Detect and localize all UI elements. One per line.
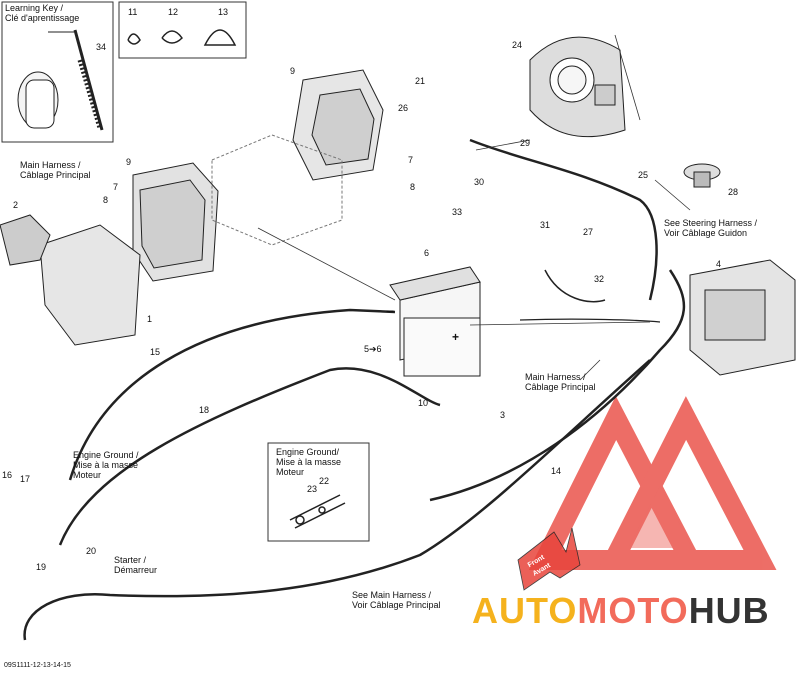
part-31: 31 [540,220,551,230]
part-17: 17 [20,474,31,484]
part-22: 22 [319,476,330,486]
part-10: 10 [418,398,429,408]
part-14: 14 [551,466,562,476]
label-engine-ground-box-2: Mise à la masse [276,457,342,467]
watermark-text: AUTOMOTOHUB [472,590,770,632]
engine-ground-box [267,442,370,542]
label-main-harness-right-2: Câblage Principal [525,382,596,392]
learning-key-title: Learning Key / Clé d'aprentissage [5,3,79,23]
label-main-harness-left: Main Harness / Câblage Principal [20,160,91,180]
label-see-steering-2: Voir Câblage Guidon [664,228,748,238]
part-33: 33 [452,207,463,217]
battery-outline [211,134,343,246]
clips-box [118,1,247,59]
label-engine-ground-box-1: Engine Ground/ [276,447,340,457]
leader-lines [257,34,691,381]
watermark-hub: HUB [688,590,770,631]
label-see-main-1: See Main Harness / [352,590,432,600]
part-19: 19 [36,562,47,572]
part-4: 4 [716,259,722,269]
part-20: 20 [86,546,97,556]
label-engine-ground-box: Engine Ground/ Mise à la masse Moteur [276,447,341,477]
battery [389,266,481,377]
battery-minus: − [386,303,395,319]
part-13: 13 [218,7,229,17]
part-2: 2 [13,200,19,210]
label-engine-ground-3: Moteur [73,470,102,480]
label-main-harness-left-1: Main Harness / [20,160,81,170]
part-29: 29 [520,138,531,148]
battery-plus: + [452,330,460,344]
part-11: 11 [128,7,138,17]
part-12: 12 [168,7,179,17]
fuse-box [689,259,796,376]
cables [23,138,686,641]
part-9a: 9 [290,66,296,76]
label-main-harness-right-1: Main Harness / [525,372,586,382]
label-see-main-2: Voir Câblage Principal [352,600,441,610]
label-see-main: See Main Harness / Voir Câblage Principa… [352,590,441,610]
label-see-steering-1: See Steering Harness / [664,218,758,228]
learning-key-box [1,1,114,143]
label-engine-ground: Engine Ground / Mise à la masse Moteur [73,450,139,480]
label-starter-1: Starter / [114,555,147,565]
part-8a: 8 [103,195,109,205]
label-starter: Starter / Démarreur [114,555,157,575]
learning-key-title-line1: Learning Key / [5,3,64,13]
watermark-moto: MOTO [577,590,689,631]
drawing-code: 09S1111-12-13-14-15 [4,662,71,669]
part-26: 26 [398,103,409,113]
label-engine-ground-box-3: Moteur [276,467,305,477]
part-18: 18 [199,405,210,415]
part-7a: 7 [113,182,119,192]
label-engine-ground-1: Engine Ground / [73,450,139,460]
part-24: 24 [512,40,523,50]
part-3: 3 [500,410,506,420]
watermark-auto: AUTO [472,590,578,631]
label-see-steering: See Steering Harness / Voir Câblage Guid… [664,218,757,238]
part-15: 15 [150,347,161,357]
part-32: 32 [594,274,605,284]
label-engine-ground-2: Mise à la masse [73,460,139,470]
label-main-harness-right: Main Harness / Câblage Principal [525,372,596,392]
relay-bracket [0,214,141,346]
battery-tray [292,69,384,181]
part-34: 34 [96,42,107,52]
part-28: 28 [728,187,739,197]
learning-key-title-line2: Clé d'aprentissage [5,13,80,23]
part-1: 1 [147,314,153,324]
part-9b: 9 [126,157,132,167]
part-27: 27 [583,227,594,237]
part-ref-5-6: 5➔6 [364,344,382,354]
part-8b: 8 [410,182,416,192]
part-7b: 7 [408,155,414,165]
battery-holder [132,162,219,282]
cap-part [683,163,721,188]
label-starter-2: Démarreur [114,565,158,575]
part-25: 25 [638,170,649,180]
instrument-cluster [529,36,626,138]
part-6: 6 [424,248,430,258]
part-30: 30 [474,177,485,187]
part-16: 16 [2,470,13,480]
part-21: 21 [415,76,426,86]
front-arrow [517,527,581,591]
watermark-logo [528,396,777,570]
label-main-harness-left-2: Câblage Principal [20,170,91,180]
part-23: 23 [307,484,318,494]
